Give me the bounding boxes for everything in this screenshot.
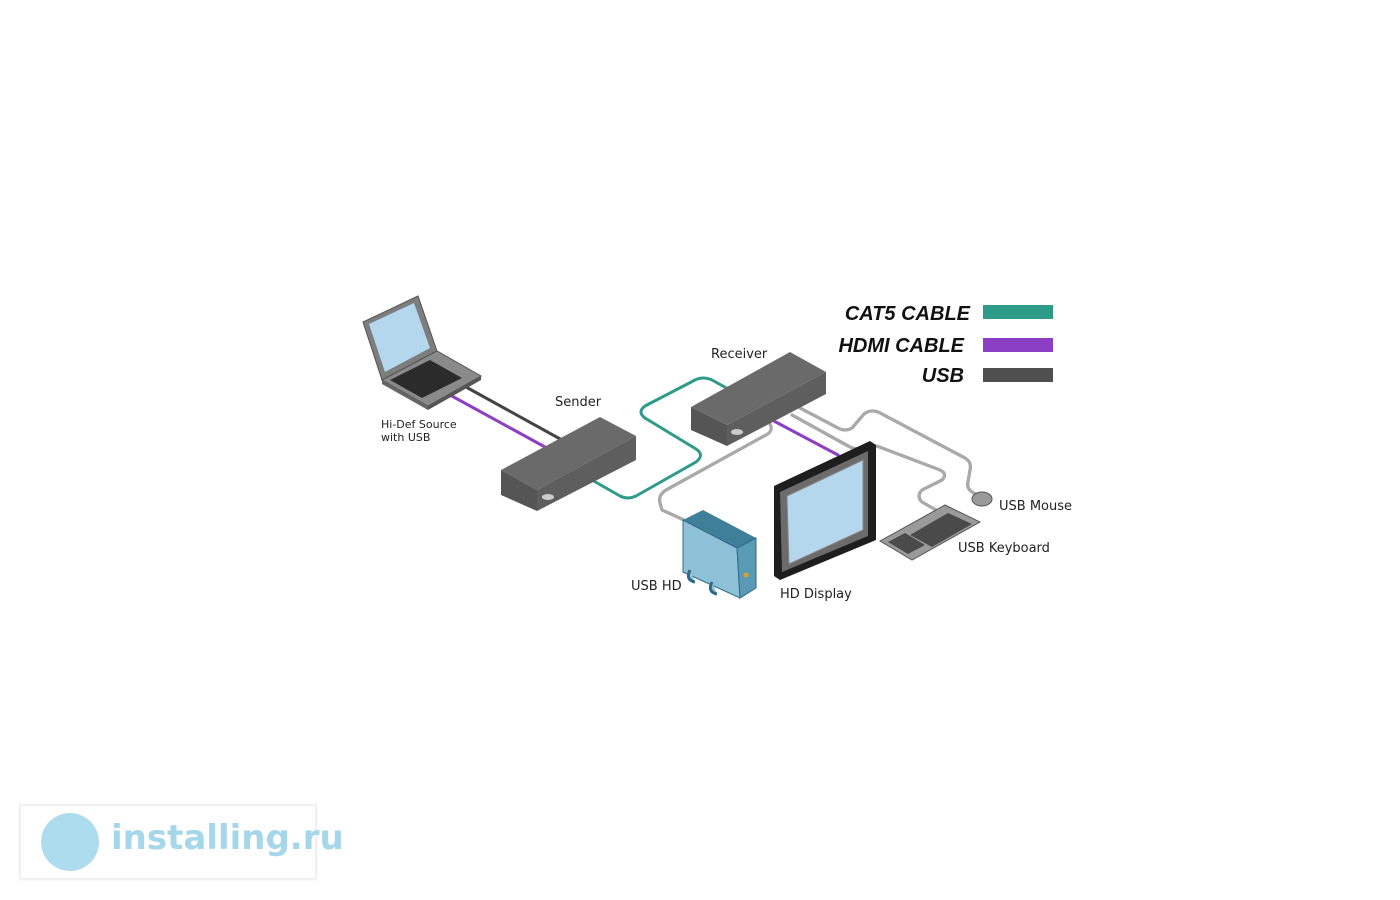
legend-hdmi-label: HDMI CABLE	[838, 335, 964, 357]
usb-cable-hd	[658, 422, 773, 522]
watermark-text: installing.ru	[111, 818, 344, 858]
usb-mouse-label: USB Mouse	[999, 499, 1072, 514]
legend-cat5-swatch	[983, 305, 1053, 319]
source-label-line2: with USB	[381, 431, 430, 444]
hd-display-icon	[774, 441, 876, 580]
legend-cat5-label: CAT5 CABLE	[845, 303, 971, 325]
hd-display-label: HD Display	[780, 587, 852, 602]
usb-mouse-icon	[971, 491, 993, 507]
watermark-logo-icon	[41, 813, 99, 871]
sender-device-icon	[501, 417, 636, 511]
sender-label: Sender	[555, 395, 602, 410]
source-label-line1: Hi-Def Source	[381, 418, 457, 431]
usb-cable-source-sender	[464, 385, 564, 442]
cat5-cable	[590, 376, 732, 500]
legend-usb-label: USB	[922, 365, 964, 387]
usb-cable-mouse	[798, 406, 978, 496]
laptop-icon	[362, 295, 483, 410]
watermark: installing.ru	[20, 805, 344, 879]
legend-usb-swatch	[983, 368, 1053, 382]
receiver-device-icon	[691, 352, 826, 446]
usb-keyboard-icon	[878, 504, 982, 561]
usb-hd-label: USB HD	[631, 579, 682, 594]
receiver-label: Receiver	[711, 347, 768, 362]
usb-keyboard-label: USB Keyboard	[958, 541, 1050, 556]
hdmi-cable-receiver-display	[770, 418, 840, 457]
hdmi-cable-source-sender	[448, 393, 547, 449]
legend: CAT5 CABLE HDMI CABLE USB	[838, 303, 1053, 387]
legend-hdmi-swatch	[983, 338, 1053, 352]
usb-hard-drive-icon	[682, 510, 757, 599]
